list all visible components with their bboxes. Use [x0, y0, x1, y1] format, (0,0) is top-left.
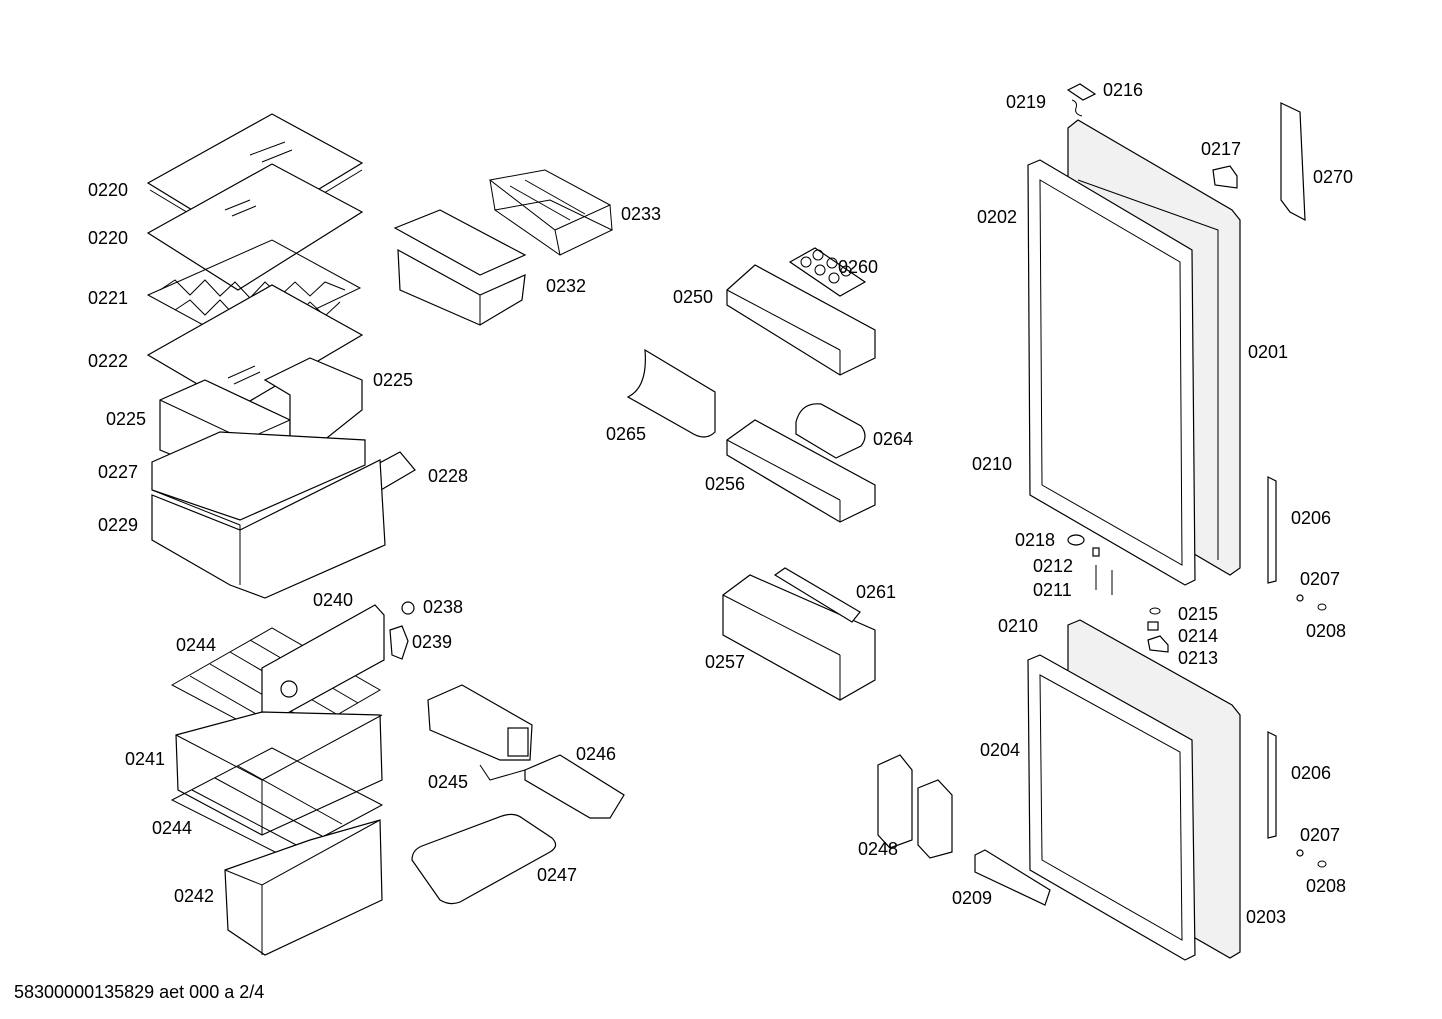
callout-0208-upper: 0208 [1306, 621, 1347, 641]
callout-0264: 0264 [873, 429, 914, 449]
callout-0250: 0250 [673, 287, 714, 307]
callout-0220-second: 0220 [88, 228, 129, 248]
callout-0261: 0261 [856, 582, 897, 602]
callout-0215: 0215 [1178, 604, 1219, 624]
callout-0211: 0211 [1033, 580, 1072, 600]
callout-0228: 0228 [428, 466, 469, 486]
cold-pack-0248 [877, 754, 953, 859]
callout-0203: 0203 [1246, 907, 1287, 927]
top-hinge-cover-0216 [1066, 83, 1097, 101]
egg-tray-0260 [788, 247, 867, 297]
callout-0256: 0256 [705, 474, 746, 494]
callout-0210-lower: 0210 [998, 616, 1039, 636]
glass-shelf-0220-second [146, 163, 364, 291]
callout-0248: 0248 [858, 839, 899, 859]
cover-0217 [1212, 165, 1238, 189]
bottle-retainer-0261 [773, 567, 861, 623]
callout-0216: 0216 [1103, 80, 1144, 100]
callout-0217: 0217 [1201, 139, 1242, 159]
hinge-parts-0213-0215 [1147, 607, 1169, 653]
callout-0240: 0240 [313, 590, 354, 610]
clip-0238 [401, 601, 415, 615]
callout-0238: 0238 [423, 597, 464, 617]
callout-0206-upper: 0206 [1291, 508, 1332, 528]
handle-0206-upper [1267, 476, 1277, 584]
drawer-box-0229 [151, 459, 386, 599]
callout-0246: 0246 [576, 744, 617, 764]
callout-0247: 0247 [537, 865, 578, 885]
callout-0241: 0241 [125, 749, 166, 769]
callout-0239: 0239 [412, 632, 453, 652]
freezer-drawer-0241 [175, 711, 383, 836]
callout-0242: 0242 [174, 886, 215, 906]
spring-0219 [1071, 99, 1083, 117]
callout-0222: 0222 [88, 351, 129, 371]
door-gasket-0202 [1027, 159, 1196, 586]
callout-0218: 0218 [1015, 530, 1056, 550]
callout-0257: 0257 [705, 652, 746, 672]
freezer-divider-0240 [261, 604, 385, 721]
upper-hinge-parts-0218-0211 [1067, 534, 1113, 595]
callout-0225-right: 0225 [373, 370, 414, 390]
callout-0210-upper: 0210 [972, 454, 1013, 474]
callout-0212: 0212 [1033, 556, 1074, 576]
callout-0225-left: 0225 [106, 409, 147, 429]
callout-0201: 0201 [1248, 342, 1289, 362]
callout-0207-upper: 0207 [1300, 569, 1341, 589]
callout-0245: 0245 [428, 772, 469, 792]
callout-0209: 0209 [952, 888, 993, 908]
door-bin-0257 [722, 574, 876, 701]
door-bin-0250 [726, 264, 876, 376]
ice-maker-0245 [427, 684, 533, 761]
handle-0206-lower [1267, 731, 1277, 839]
callout-0207-lower: 0207 [1300, 825, 1341, 845]
callout-0244-upper: 0244 [176, 635, 217, 655]
callout-0260: 0260 [838, 257, 879, 277]
butter-dish-0264 [795, 403, 866, 459]
wire-shelf-0244-lower [170, 747, 384, 858]
callout-0233: 0233 [621, 204, 662, 224]
callout-0204: 0204 [980, 740, 1021, 760]
door-bin-0256 [726, 419, 876, 523]
ice-tray-0247 [411, 813, 557, 905]
callout-0219: 0219 [1006, 92, 1047, 112]
callout-0221: 0221 [88, 288, 129, 308]
callout-0202: 0202 [977, 207, 1018, 227]
callout-0214: 0214 [1178, 626, 1219, 646]
callout-0227: 0227 [98, 462, 139, 482]
callout-0208-lower: 0208 [1306, 876, 1347, 896]
callout-0213: 0213 [1178, 648, 1219, 668]
cover-strip-0209 [974, 849, 1051, 906]
callout-0206-lower: 0206 [1291, 763, 1332, 783]
callout-0229: 0229 [98, 515, 139, 535]
bottle-holder-0265 [626, 348, 716, 438]
freezer-drawer-0242 [224, 819, 383, 956]
control-panel-0270 [1280, 102, 1306, 222]
screws-0207-0208 [1296, 594, 1327, 868]
wire-basket-0233 [488, 169, 614, 256]
callout-0270: 0270 [1313, 167, 1354, 187]
storage-box-0232 [393, 209, 527, 326]
door-gasket-0204 [1027, 654, 1196, 961]
callout-0220-top: 0220 [88, 180, 129, 200]
ice-tray-0246 [524, 754, 625, 819]
callout-0244-lower: 0244 [152, 818, 193, 838]
hinge-part-0239 [389, 625, 409, 660]
document-footer-code: 58300000135829 aet 000 a 2/4 [14, 982, 265, 1002]
callout-0232: 0232 [546, 276, 587, 296]
callout-0265: 0265 [606, 424, 647, 444]
